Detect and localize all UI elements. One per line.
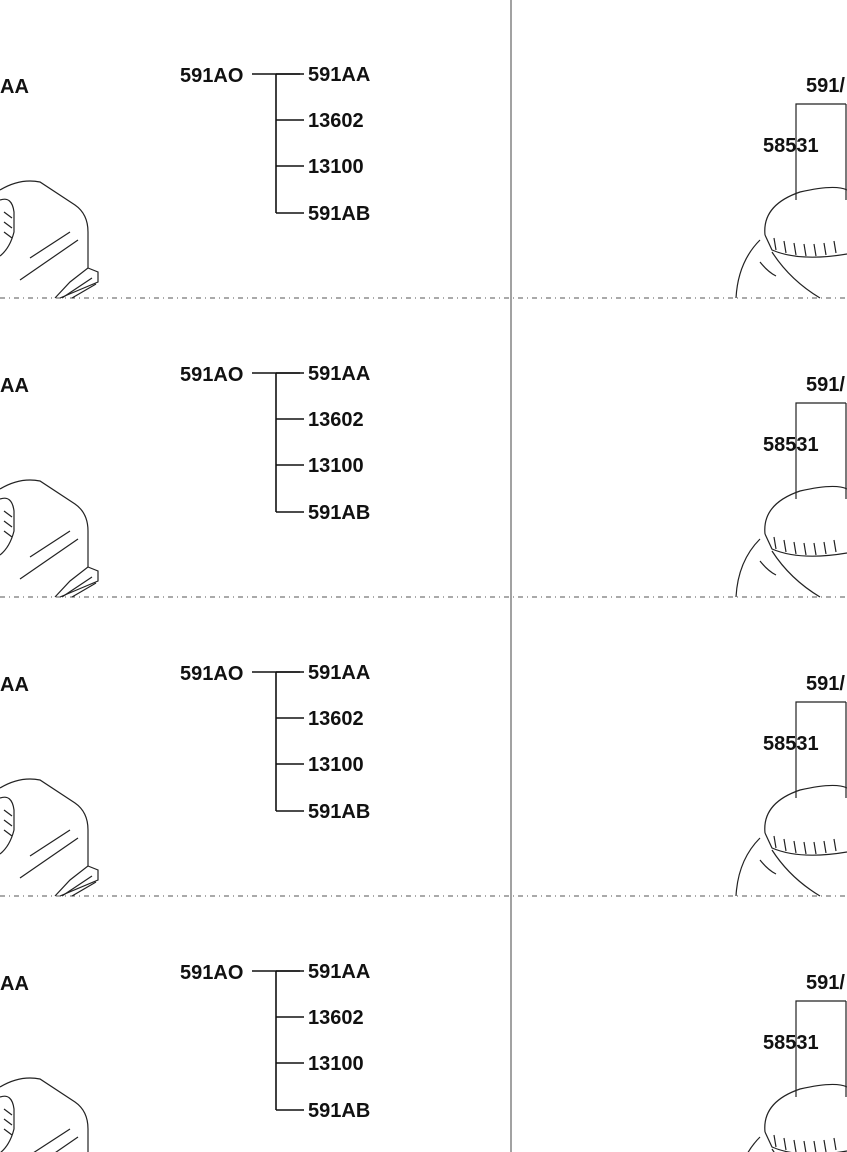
cut-off-part-label: AA <box>0 76 29 98</box>
tree-child-label: 591AB <box>308 203 370 225</box>
tree-child-label: 13100 <box>308 455 364 477</box>
tree-child-label: 13602 <box>308 708 364 730</box>
cap-callout: 591/58531 <box>763 673 847 798</box>
tree-child-label: 13602 <box>308 409 364 431</box>
tree-child-label: 13602 <box>308 1007 364 1029</box>
cap-callout: 591/58531 <box>763 374 847 499</box>
tree-root-label: 591AO <box>180 962 243 984</box>
tree-root-label: 591AO <box>180 663 243 685</box>
callout-leader <box>795 103 846 200</box>
callout-side-label: 58531 <box>763 135 819 157</box>
cut-off-part-label: AA <box>0 375 29 397</box>
fluid-reservoir-icon <box>0 1077 89 1152</box>
callout-top-label: 591/ <box>806 374 845 396</box>
diagram-panel: AA 591AO 591AA 13602 13100 591AB 591/58531 <box>0 662 847 897</box>
tree-child-label: 591AB <box>308 502 370 524</box>
fluid-reservoir-icon <box>0 778 99 897</box>
reservoir-cap-icon <box>735 784 847 897</box>
tree-child-label: 591AA <box>308 64 370 86</box>
tree-root-label: 591AO <box>180 364 243 386</box>
cap-callout: 591/58531 <box>763 972 847 1097</box>
diagram-panel: AA 591AO 591AA 13602 13100 591AB 591/58531 <box>0 363 847 598</box>
tree-child-label: 591AB <box>308 801 370 823</box>
parts-tree: 591AO 591AA 13602 13100 591AB <box>180 363 370 524</box>
callout-leader <box>795 1000 846 1097</box>
reservoir-cap-icon <box>735 186 847 299</box>
tree-child-label: 13100 <box>308 156 364 178</box>
callout-side-label: 58531 <box>763 1032 819 1054</box>
callout-top-label: 591/ <box>806 75 845 97</box>
parts-tree: 591AO 591AA 13602 13100 591AB <box>180 64 370 225</box>
parts-tree: 591AO 591AA 13602 13100 591AB <box>180 961 370 1122</box>
fluid-reservoir-icon <box>0 180 99 299</box>
reservoir-cap-icon <box>735 485 847 598</box>
diagram-panel: AA 591AO 591AA 13602 13100 591AB 591/58531 <box>0 961 847 1152</box>
tree-child-label: 591AA <box>308 363 370 385</box>
diagram-panel: AA 591AO 591AA 13602 13100 591AB 591/58531 <box>0 64 847 299</box>
callout-top-label: 591/ <box>806 972 845 994</box>
cut-off-part-label: AA <box>0 973 29 995</box>
cap-callout: 591/58531 <box>763 75 847 200</box>
callout-leader <box>795 402 846 499</box>
tree-child-label: 13602 <box>308 110 364 132</box>
callout-leader <box>795 701 846 798</box>
parts-tree: 591AO 591AA 13602 13100 591AB <box>180 662 370 823</box>
tree-root-label: 591AO <box>180 65 243 87</box>
reservoir-cap-icon <box>747 1083 847 1152</box>
callout-top-label: 591/ <box>806 673 845 695</box>
tree-child-label: 591AA <box>308 961 370 983</box>
fluid-reservoir-icon <box>0 479 99 598</box>
tree-child-label: 591AB <box>308 1100 370 1122</box>
callout-side-label: 58531 <box>763 434 819 456</box>
tree-child-label: 13100 <box>308 754 364 776</box>
callout-side-label: 58531 <box>763 733 819 755</box>
cut-off-part-label: AA <box>0 674 29 696</box>
tree-child-label: 591AA <box>308 662 370 684</box>
tree-child-label: 13100 <box>308 1053 364 1075</box>
